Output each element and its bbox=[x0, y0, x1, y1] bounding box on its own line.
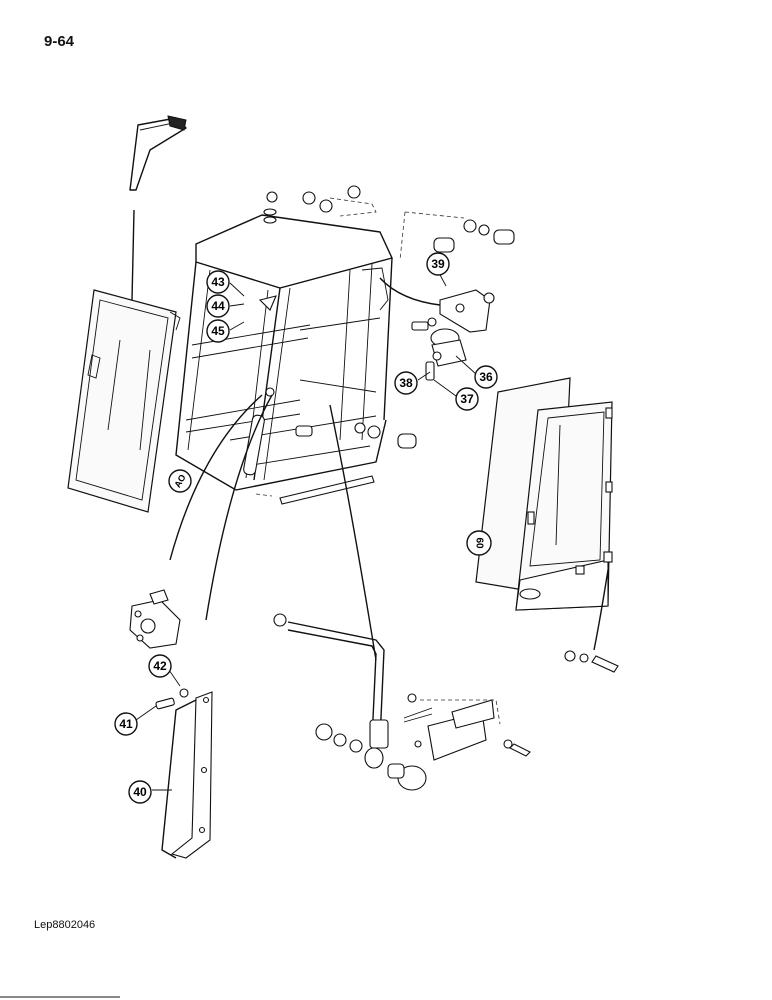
reference-mark-right-door: 60 bbox=[466, 530, 492, 556]
callout-37: 37 bbox=[455, 387, 479, 411]
cab-frame bbox=[175, 214, 393, 491]
svg-text:60: 60 bbox=[474, 537, 485, 549]
grab-handle bbox=[155, 688, 213, 859]
svg-text:42: 42 bbox=[153, 659, 167, 673]
hinge-bolts bbox=[564, 650, 619, 673]
callout-38: 38 bbox=[394, 371, 418, 395]
top-hardware bbox=[263, 185, 515, 261]
wiper-arm bbox=[129, 115, 187, 191]
callout-45: 45 bbox=[206, 319, 230, 343]
callout-39: 39 bbox=[426, 252, 450, 276]
hinge-bracket bbox=[129, 589, 181, 649]
leader-bands bbox=[131, 209, 609, 661]
callout-44: 44 bbox=[206, 294, 230, 318]
callout-43: 43 bbox=[206, 270, 230, 294]
callout-42: 42 bbox=[148, 654, 172, 678]
page-number: 9-64 bbox=[44, 33, 75, 50]
svg-text:38: 38 bbox=[399, 376, 413, 390]
bottom-sill bbox=[255, 475, 375, 505]
door-latch bbox=[273, 613, 531, 791]
callout-41: 41 bbox=[114, 712, 138, 736]
svg-text:43: 43 bbox=[211, 275, 225, 289]
svg-text:36: 36 bbox=[479, 370, 493, 384]
door-check-assembly bbox=[379, 277, 495, 381]
callout-40: 40 bbox=[128, 780, 152, 804]
svg-text:39: 39 bbox=[431, 257, 445, 271]
callout-leaders bbox=[135, 272, 477, 791]
svg-text:45: 45 bbox=[211, 324, 225, 338]
svg-text:40: 40 bbox=[133, 785, 147, 799]
right-door bbox=[475, 377, 613, 611]
svg-text:41: 41 bbox=[119, 717, 133, 731]
callout-36: 36 bbox=[474, 365, 498, 389]
reference-mark-left-window: AO bbox=[168, 469, 192, 493]
lower-cab-hardware bbox=[265, 387, 417, 449]
document-code: Lep8802046 bbox=[34, 919, 96, 931]
left-window-frame bbox=[67, 289, 181, 513]
svg-text:37: 37 bbox=[460, 392, 474, 406]
svg-text:44: 44 bbox=[211, 299, 225, 313]
